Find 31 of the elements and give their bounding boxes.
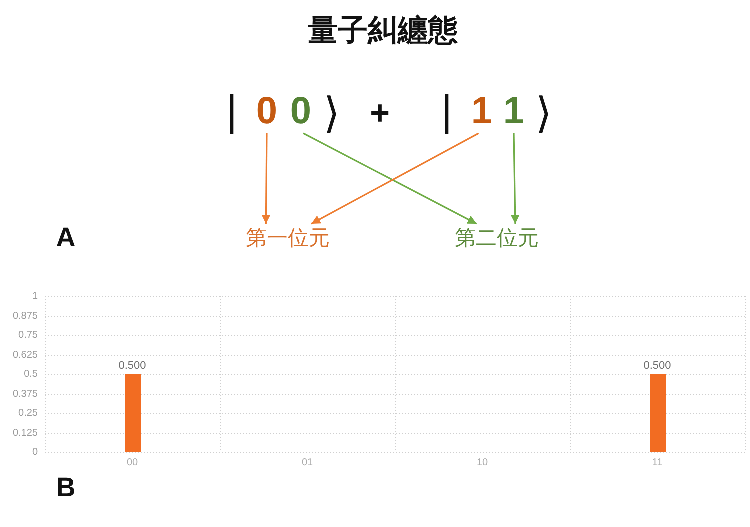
arrow (510, 133, 520, 224)
ket-bracket: ⟩ (324, 88, 340, 138)
x-tick-label: 11 (652, 458, 663, 468)
y-tick-label: 0.5 (24, 369, 38, 380)
x-tick-label: 00 (126, 458, 138, 468)
ket-bracket: ⟩ (536, 88, 552, 138)
y-tick-label: 0.125 (12, 428, 38, 438)
value-label: 0.500 (644, 360, 672, 372)
panel-letter: B (56, 472, 76, 504)
plus-sign: + (370, 94, 390, 134)
y-tick-label: 0.75 (18, 330, 38, 341)
y-tick-label: 0.375 (12, 388, 38, 400)
value-label: 0.500 (118, 360, 146, 372)
ket-delimiter: | (440, 89, 454, 135)
panel-letter: A (56, 222, 76, 254)
x-tick-label: 10 (476, 458, 488, 468)
ket-digit: 0 (290, 90, 312, 134)
qubit-label: 第一位元 (246, 224, 330, 252)
arrow (262, 134, 271, 224)
y-tick-label: 0 (32, 447, 38, 458)
ket-digit: 1 (471, 90, 493, 134)
y-tick-label: 0.625 (12, 350, 38, 360)
ket-digit: 1 (503, 90, 525, 134)
y-tick-label: 0.875 (12, 310, 38, 322)
qubit-label: 第二位元 (455, 224, 539, 252)
ket-delimiter: | (225, 89, 239, 135)
y-tick-label: 0.25 (18, 408, 38, 419)
y-tick-label: 1 (32, 291, 38, 302)
x-tick-label: 01 (302, 458, 314, 468)
title: 量子糾纏態 (308, 12, 458, 50)
ket-digit: 0 (256, 90, 278, 134)
